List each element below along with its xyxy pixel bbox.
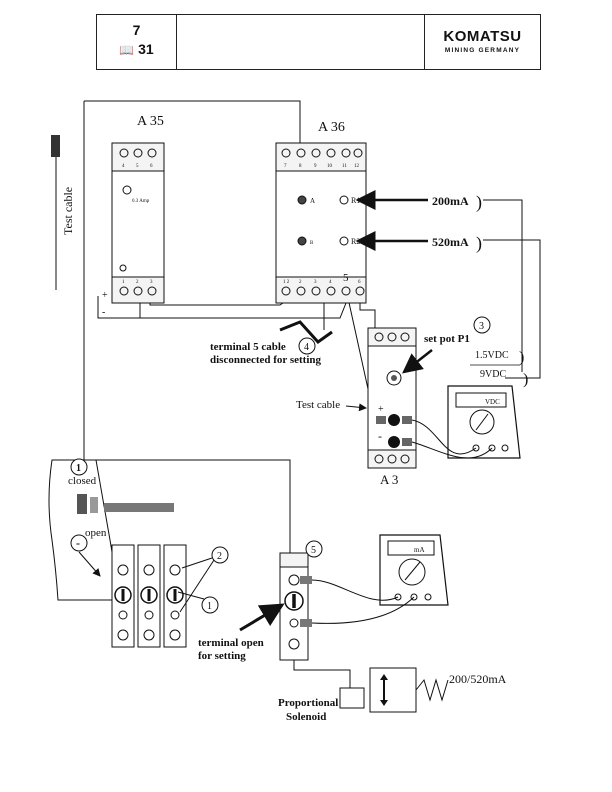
test-cable-probe: Test cable (51, 135, 75, 290)
a35-top-3: 6 (150, 164, 153, 169)
connector-panel: 1 closed - open (48, 458, 174, 601)
a36-top-11: 11 (342, 164, 347, 169)
a36-top-8: 8 (299, 164, 302, 169)
callout-5: 5 (311, 545, 316, 556)
module-a35: A 35 4 5 6 0.3 Amp 1 2 3 + - (102, 114, 165, 318)
a36-a-label: A (310, 197, 315, 205)
test-cable-label: Test cable (296, 399, 340, 411)
section-number: 7 (132, 22, 141, 38)
terminal-5-number: 5 (343, 272, 349, 284)
a35-bottom-terminals: 1 2 3 (119, 280, 157, 296)
callout-3: 3 (479, 321, 484, 332)
current-settings: 200mA ) 520mA ) (355, 190, 482, 254)
terminal5-label-line1: terminal 5 cable (210, 341, 286, 353)
a36-top-10: 10 (327, 164, 333, 169)
a36-top-7: 7 (284, 164, 287, 169)
set-pot-callout: set pot P1 3 (402, 316, 491, 374)
solenoid-label-line1: Proportional (278, 697, 338, 709)
page-header: 7 📖 31 KOMATSU MINING GERMANY (96, 14, 541, 70)
proportional-solenoid: 200/520mA Proportional Solenoid (278, 667, 507, 723)
set-pot-label: set pot P1 (424, 333, 470, 345)
200ma-label: 200mA (432, 194, 469, 208)
a36-b-label: B (310, 241, 314, 246)
solenoid-value: 200/520mA (449, 672, 507, 686)
page-number: 31 (138, 41, 154, 57)
voltmeter: VDC (411, 385, 521, 459)
a35-top-2: 5 (136, 164, 139, 169)
a36-bottom-terminals: 1 2 2 3 4 6 5 (281, 272, 365, 296)
a36-bottom-2: 2 (299, 280, 302, 285)
terminal5-label-line2: disconnected for setting (210, 354, 322, 366)
ammeter-display: mA (414, 546, 425, 554)
terminal-5-cable: terminal 5 cable 4 disconnected for sett… (210, 320, 333, 366)
plus-sign: + (102, 290, 108, 301)
module-a36: A 36 7 8 9 10 11 12 A B R1 R2 1 2 2 3 4 … (275, 120, 367, 304)
a36-bottom-1: 1 2 (283, 280, 290, 285)
a35-bottom-3: 3 (150, 280, 153, 285)
svg-text:): ) (476, 233, 482, 254)
v15-label: 1.5VDC (475, 350, 509, 361)
callout-4: 4 (304, 342, 309, 353)
test-cable-vertical-label: Test cable (61, 187, 75, 235)
terminal-blocks: 2 1 (111, 544, 229, 648)
module-a3: + - A 3 (367, 327, 417, 487)
callout-2: 2 (217, 551, 222, 562)
voltage-settings: 1.5VDC ) 9VDC ) (470, 349, 528, 388)
book-icon: 📖 (119, 43, 135, 57)
a35-bottom-1: 1 (122, 280, 125, 285)
page-number-row: 📖 31 (97, 41, 176, 57)
voltmeter-display: VDC (485, 398, 500, 406)
svg-text:): ) (476, 192, 482, 213)
520ma-label: 520mA (432, 235, 469, 249)
a35-label: A 35 (137, 114, 164, 129)
amp-label: 0.3 Amp (132, 199, 150, 204)
a36-bottom-6: 6 (358, 280, 361, 285)
solenoid-label-line2: Solenoid (286, 711, 326, 723)
test-terminal-block: 5 terminal open for setting (198, 540, 323, 662)
open-label: open (85, 527, 107, 539)
a3-label: A 3 (380, 472, 398, 487)
a36-top-9: 9 (314, 164, 317, 169)
a36-label: A 36 (318, 120, 345, 135)
svg-text:): ) (523, 371, 528, 388)
terminal-open-line1: terminal open (198, 637, 264, 649)
brand-subtitle: MINING GERMANY (444, 47, 521, 54)
closed-label: closed (68, 475, 97, 487)
a35-top-1: 4 (122, 164, 125, 169)
a36-top-terminals: 7 8 9 10 11 12 (281, 148, 363, 169)
section-page-box: 7 📖 31 (97, 15, 177, 69)
ammeter: mA (311, 534, 449, 624)
terminal-open-line2: for setting (198, 650, 246, 662)
v9-label: 9VDC (480, 369, 506, 380)
a36-bottom-3: 3 (314, 280, 317, 285)
brand-logo: KOMATSU (443, 28, 522, 45)
test-cable-callout: Test cable (296, 399, 367, 412)
a3-minus: - (378, 429, 382, 443)
open-symbol: - (76, 536, 80, 550)
a36-bottom-4: 4 (329, 280, 332, 285)
svg-text:): ) (519, 349, 524, 366)
brand-box: KOMATSU MINING GERMANY (424, 15, 540, 69)
a35-bottom-2: 2 (136, 280, 139, 285)
a36-top-12: 12 (354, 164, 360, 169)
closed-symbol: 1 (76, 463, 81, 474)
minus-sign: - (102, 307, 105, 318)
a3-plus: + (378, 404, 384, 415)
a35-top-terminals: 4 5 6 (119, 148, 157, 169)
callout-1: 1 (207, 601, 212, 612)
